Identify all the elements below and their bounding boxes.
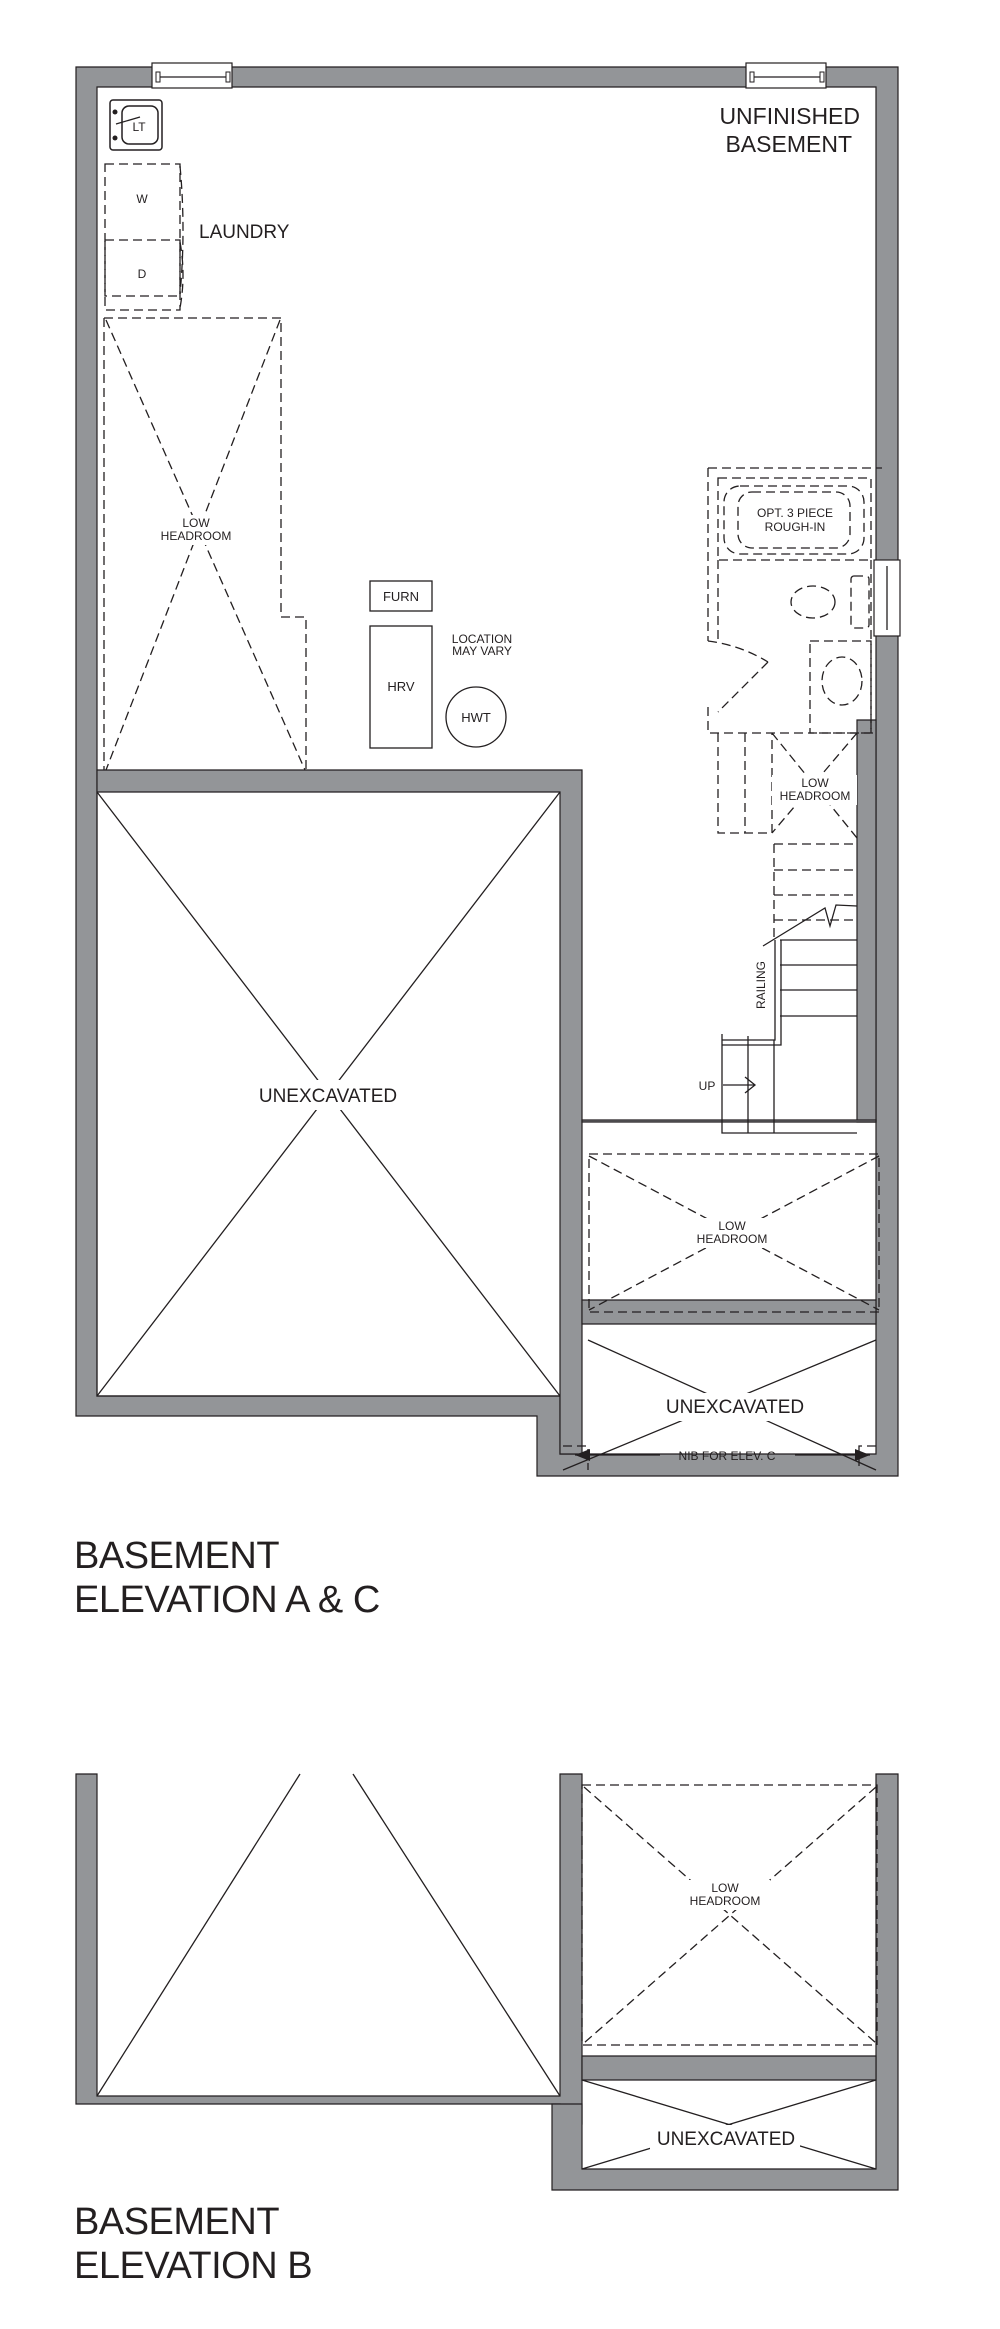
interior-wall-unexcavated: [96, 769, 583, 1455]
washer-label: W: [136, 192, 148, 206]
furnace: FURN: [369, 580, 433, 612]
plan-elevation-b: LOW HEADROOM UNEXCAVATED: [75, 1773, 899, 2191]
unexcavated-large-b: [96, 1773, 561, 2097]
room-label-basement: BASEMENT: [725, 131, 852, 157]
low-headroom-right: LOW HEADROOM: [588, 1153, 880, 1313]
title-line: BASEMENT: [74, 1535, 280, 1577]
window-top-right: [745, 62, 827, 89]
title-line: ELEVATION A & C: [74, 1579, 380, 1621]
hrv-label: HRV: [387, 679, 415, 694]
low-headroom-label: LOW: [711, 1881, 739, 1895]
unexcavated-label: UNEXCAVATED: [657, 2129, 795, 2150]
plan-title-a-c: BASEMENT ELEVATION A & C: [74, 1534, 380, 1622]
low-headroom-label: HEADROOM: [780, 789, 851, 803]
location-note: LOCATION: [452, 632, 512, 646]
washer: W: [104, 163, 184, 297]
nib-note: NIB FOR ELEV. C: [679, 1449, 776, 1463]
plan-elevation-a-c: UNFINISHED BASEMENT LT W D LAUNDRY: [75, 62, 901, 1477]
interior-wall-right-lower: [581, 1299, 877, 1325]
hwt-label: HWT: [461, 710, 491, 725]
railing-label: RAILING: [754, 961, 768, 1009]
low-headroom-label: LOW: [182, 516, 210, 530]
unexcavated-small-b: UNEXCAVATED: [581, 2079, 877, 2170]
unexcavated-label: UNEXCAVATED: [666, 1397, 804, 1418]
laundry-tub-label: LT: [132, 120, 146, 134]
low-headroom-label: LOW: [801, 776, 829, 790]
title-line: ELEVATION B: [74, 2245, 313, 2287]
plan-title-b: BASEMENT ELEVATION B: [74, 2200, 313, 2288]
hot-water-tank: HWT: [445, 686, 507, 748]
interior-wall-b: [581, 2055, 877, 2081]
bath-label: OPT. 3 PIECE: [757, 506, 833, 520]
window-right-bath: [873, 559, 901, 637]
room-label-laundry: LAUNDRY: [199, 222, 290, 243]
laundry-tub-icon: LT: [109, 99, 163, 151]
hrv-unit: HRV: [369, 625, 433, 749]
unexcavated-label: UNEXCAVATED: [259, 1086, 397, 1107]
interior-wall-stair-right: [856, 719, 877, 1123]
low-headroom-label: HEADROOM: [161, 529, 232, 543]
room-label-unfinished: UNFINISHED: [719, 103, 860, 129]
low-headroom-label: LOW: [718, 1219, 746, 1233]
dryer: D: [104, 239, 184, 311]
low-headroom-b: LOW HEADROOM: [581, 1784, 878, 2046]
window-top-left: [151, 62, 233, 89]
bath-label: ROUGH-IN: [765, 520, 826, 534]
dryer-label: D: [138, 267, 147, 281]
unexcavated-small: UNEXCAVATED NIB FOR ELEV. C: [562, 1339, 877, 1471]
exterior-wall-b-right: [551, 1773, 899, 2191]
low-headroom-left: LOW HEADROOM: [103, 317, 307, 771]
bathroom-rough-in: OPT. 3 PIECE ROUGH-IN: [707, 467, 882, 734]
title-line: BASEMENT: [74, 2201, 280, 2243]
furnace-label: FURN: [383, 589, 419, 604]
stair-up-label: UP: [699, 1079, 716, 1093]
unexcavated-large: UNEXCAVATED: [96, 791, 561, 1397]
low-headroom-label: HEADROOM: [697, 1232, 768, 1246]
low-headroom-label: HEADROOM: [690, 1894, 761, 1908]
staircase: LOW HEADROOM RAILING UP: [699, 732, 858, 1134]
location-note: MAY VARY: [452, 644, 512, 658]
exterior-wall-b: [75, 1773, 583, 2128]
interior-wall-headroom-top: [581, 1119, 877, 1123]
